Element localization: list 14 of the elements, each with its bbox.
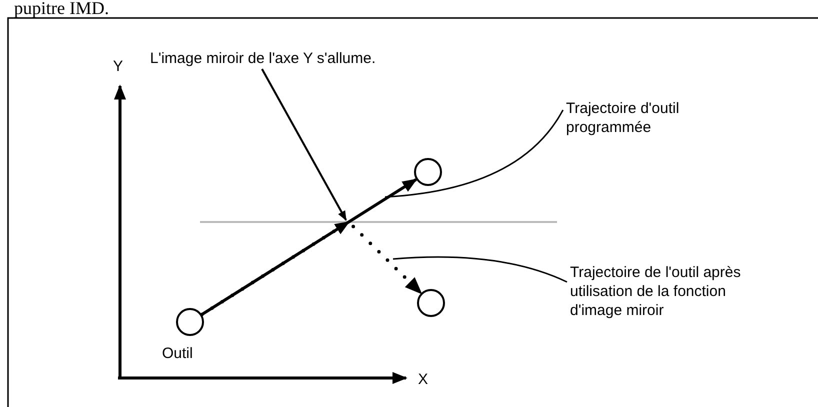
callout-text: L'image miroir de l'axe Y s'allume. [150, 49, 376, 68]
tool-position-circle [417, 289, 445, 317]
tool-position-circle [414, 158, 442, 186]
arrow [261, 68, 347, 221]
tool-position-circle [176, 308, 204, 336]
tool-path-arrow [201, 178, 417, 316]
axis-label: X [418, 370, 428, 389]
tool-label: Outil [162, 344, 193, 363]
callout-text: Trajectoire d'outil programmée [566, 99, 716, 137]
axis-label: Y [113, 57, 124, 76]
leader-line [384, 110, 564, 198]
page-text: pupitre IMD. [14, 0, 109, 17]
callout-text: Trajectoire de l'outil après utilisation de la fonction d'image miroir [570, 263, 755, 320]
leader-line [392, 256, 568, 283]
